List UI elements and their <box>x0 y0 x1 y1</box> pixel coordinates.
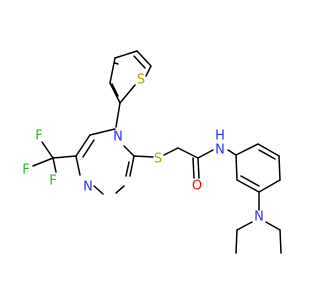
bond <box>41 141 54 159</box>
bond <box>235 229 238 254</box>
bond <box>235 154 238 181</box>
bond <box>236 221 253 231</box>
bond <box>133 55 146 69</box>
bond <box>109 82 121 104</box>
bond <box>75 155 81 176</box>
molecule-structure-diagram: S N N F F F S O N H N <box>22 50 282 254</box>
bond <box>115 185 125 194</box>
bond <box>114 50 138 59</box>
molecule-svg: S N N F F F S O N H N <box>22 50 282 254</box>
bond <box>89 128 116 136</box>
bond <box>145 65 152 77</box>
bond <box>52 155 77 159</box>
fluorine-3-label: F <box>49 174 56 189</box>
thiophene-ring <box>109 50 152 104</box>
bond <box>109 57 116 84</box>
bond <box>129 155 135 177</box>
bond <box>32 157 54 167</box>
bond <box>258 179 281 193</box>
bond <box>52 157 57 173</box>
pyrimidine-nitrogen-top-label: N <box>113 130 123 145</box>
bond <box>235 143 259 156</box>
bond <box>197 157 200 179</box>
bond <box>240 175 260 187</box>
bond <box>114 62 119 65</box>
bond <box>93 185 104 195</box>
bond <box>257 143 280 157</box>
thiophene-sulfur-label: S <box>137 73 145 88</box>
atom-labels: S N N F F F S O N H N <box>22 73 264 225</box>
bond <box>123 145 135 157</box>
bond <box>197 149 214 159</box>
fluorine-1-label: F <box>35 129 42 144</box>
diethylamino-group <box>235 191 282 254</box>
bond <box>279 229 282 254</box>
bond <box>115 102 121 128</box>
pyrimidine-ring <box>75 102 135 195</box>
bond <box>163 147 179 156</box>
bond <box>192 157 195 179</box>
carbonyl-oxygen-label: O <box>192 179 202 194</box>
fluorine-2-label: F <box>22 163 29 178</box>
amide-hydrogen-label: H <box>215 129 225 144</box>
bond <box>265 221 281 231</box>
linker-sulfur-label: S <box>154 152 162 167</box>
bond <box>236 179 260 193</box>
bond <box>177 147 199 159</box>
bond <box>111 83 119 97</box>
trifluoromethyl-group <box>32 141 77 173</box>
bond <box>125 161 130 177</box>
amine-nitrogen-label: N <box>254 210 264 225</box>
thioacetamide-linker <box>133 147 214 179</box>
pyrimidine-nitrogen-bottom-label: N <box>83 180 93 195</box>
bond <box>258 149 276 160</box>
bond <box>133 155 154 158</box>
amide-nitrogen-label: N <box>215 143 225 158</box>
bond <box>136 50 152 67</box>
phenyl-ring <box>227 143 281 193</box>
bond <box>82 139 95 158</box>
bond <box>278 155 281 181</box>
bond <box>75 134 91 157</box>
bond <box>119 84 136 104</box>
bond <box>227 149 237 156</box>
